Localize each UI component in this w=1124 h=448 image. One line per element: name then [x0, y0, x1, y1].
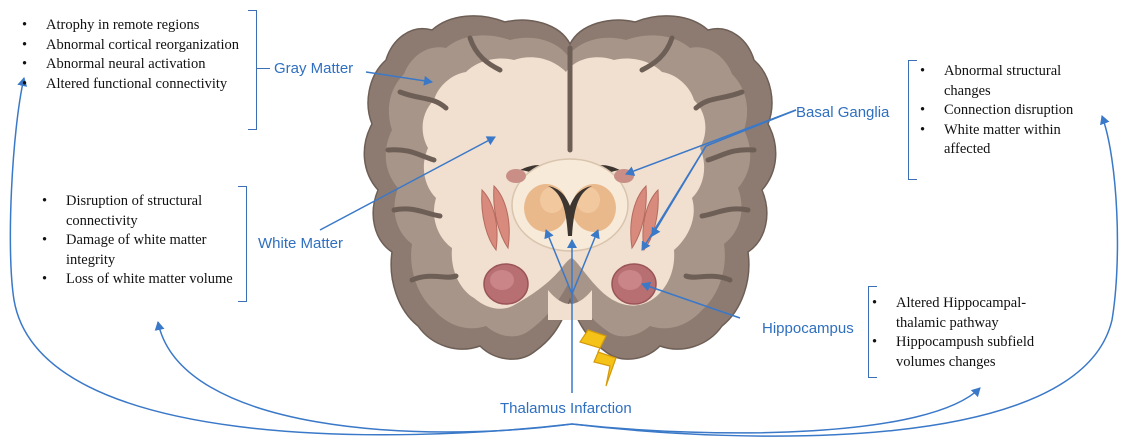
gray-matter-bracket	[248, 10, 257, 130]
white-matter-list: Disruption of structural connectivity Da…	[36, 192, 246, 290]
basal-ganglia-item: Connection disruption	[914, 101, 1104, 121]
thalamus-infarction-label: Thalamus Infarction	[500, 400, 632, 417]
white-matter-label: White Matter	[258, 235, 343, 252]
basal-ganglia-item: White matter within affected	[914, 121, 1104, 160]
gray-matter-label: Gray Matter	[274, 60, 353, 77]
gray-matter-item: Abnormal cortical reorganization	[16, 36, 252, 56]
white-matter-item: Damage of white matter integrity	[36, 231, 246, 270]
basal-ganglia-item: Abnormal structural changes	[914, 62, 1104, 101]
white-matter-item: Loss of white matter volume	[36, 270, 246, 290]
gray-matter-item: Atrophy in remote regions	[16, 16, 252, 36]
gray-matter-item: Altered functional connectivity	[16, 75, 252, 95]
hippocampus-item: Altered Hippocampal-thalamic pathway	[866, 294, 1062, 333]
white-matter-bracket	[238, 186, 247, 302]
hippocampus-list: Altered Hippocampal-thalamic pathway Hip…	[866, 294, 1062, 372]
white-matter-item: Disruption of structural connectivity	[36, 192, 246, 231]
gray-matter-list: Atrophy in remote regions Abnormal corti…	[16, 16, 252, 94]
basal-ganglia-list: Abnormal structural changes Connection d…	[914, 62, 1104, 160]
brain-section-illustration	[364, 16, 775, 359]
gray-matter-connector	[256, 68, 270, 69]
hippocampus-label: Hippocampus	[762, 320, 854, 337]
gray-matter-item: Abnormal neural activation	[16, 55, 252, 75]
hippocampus-item: Hippocampush subfield volumes changes	[866, 333, 1062, 372]
basal-ganglia-label: Basal Ganglia	[796, 104, 889, 121]
